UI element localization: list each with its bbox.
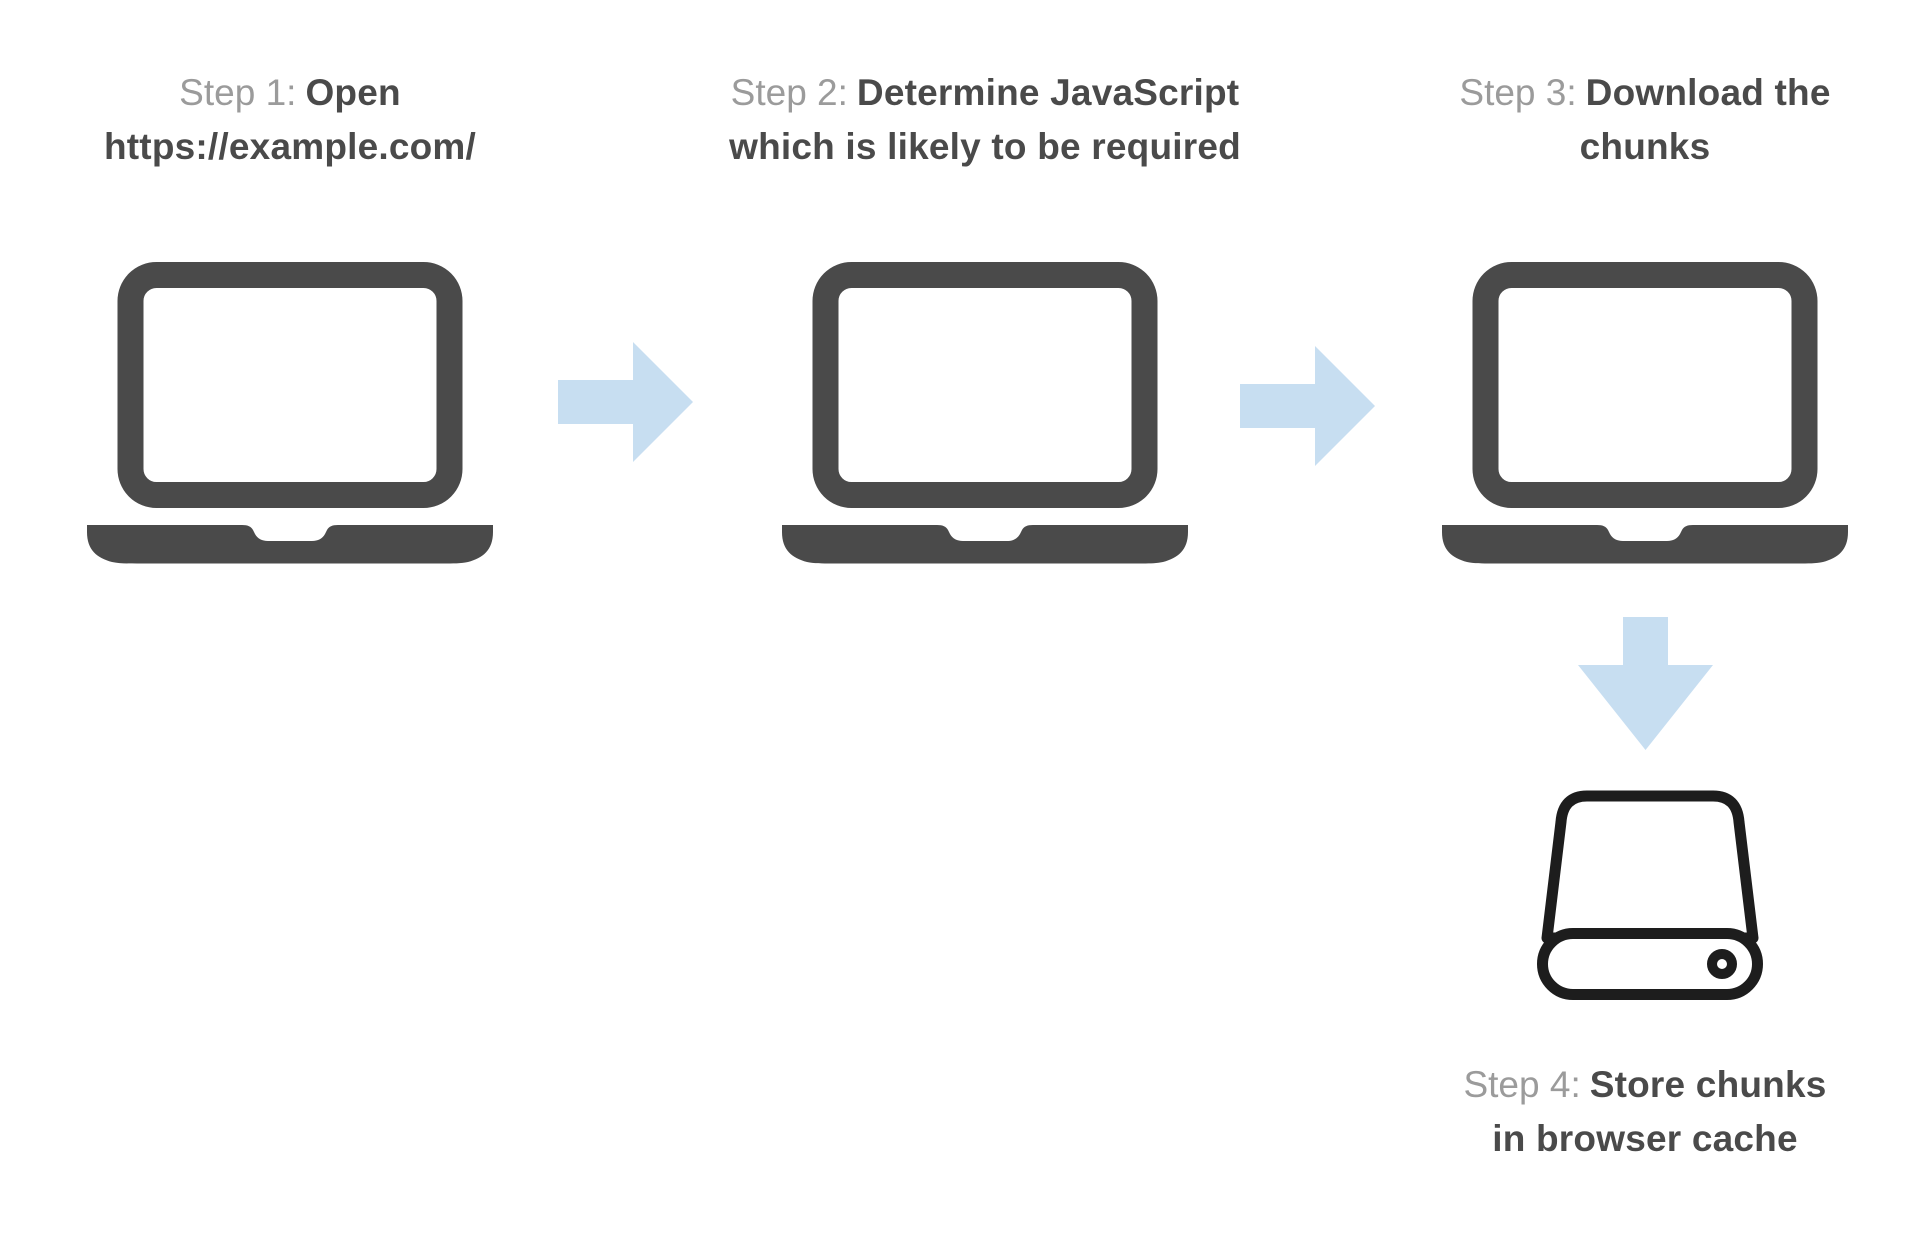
step-2-label-line-1: Step 2:Determine JavaScript [660,66,1310,120]
step-4-label: Step 4:Store chunks in browser cache [1385,1058,1905,1166]
hard-drive-base [1537,928,1763,1000]
step-2-label-line-2: which is likely to be required [660,120,1310,174]
step-3-label: Step 3:Download the chunks [1385,66,1905,174]
hard-drive-body [1541,790,1759,944]
step-1-title-part-1: Open [305,72,401,113]
arrow-right-shape [1240,346,1375,466]
step-3-title-part-2: chunks [1579,126,1711,167]
arrow-down-shape [1578,617,1713,750]
step-1-label-line-1: Step 1:Open [20,66,560,120]
arrow-right-icon [558,342,693,462]
laptop-screen [1472,262,1818,508]
step-2-title-part-2: which is likely to be required [729,126,1241,167]
step-1-title-part-2: https://example.com/ [103,126,477,167]
step-3-label-line-1: Step 3:Download the [1385,66,1905,120]
step-1-prefix: Step 1: [179,72,297,113]
hard-drive-icon [1537,790,1763,1000]
step-1-label: Step 1:Open https://example.com/ [20,66,560,174]
laptop-screen [117,262,463,508]
step-4-title-part-2: in browser cache [1492,1118,1798,1159]
laptop-base [1442,525,1848,564]
hard-drive-indicator-light [1707,949,1737,979]
laptop-icon [87,262,493,564]
step-4-label-line-2: in browser cache [1385,1112,1905,1166]
laptop-base [782,525,1188,564]
step-4-label-line-1: Step 4:Store chunks [1385,1058,1905,1112]
laptop-screen [812,262,1158,508]
arrow-down-icon [1578,617,1713,750]
step-4-prefix: Step 4: [1463,1064,1581,1105]
laptop-base [87,525,493,564]
step-3-label-line-2: chunks [1385,120,1905,174]
step-3-prefix: Step 3: [1459,72,1577,113]
arrow-right-icon [1240,346,1375,466]
step-2-prefix: Step 2: [730,72,848,113]
step-3-title-part-1: Download the [1585,72,1831,113]
laptop-icon [782,262,1188,564]
arrow-right-shape [558,342,693,462]
laptop-icon [1442,262,1848,564]
step-1-label-line-2: https://example.com/ [20,120,560,174]
step-2-title-part-1: Determine JavaScript [856,72,1240,113]
step-2-label: Step 2:Determine JavaScript which is lik… [660,66,1310,174]
step-4-title-part-1: Store chunks [1589,1064,1827,1105]
